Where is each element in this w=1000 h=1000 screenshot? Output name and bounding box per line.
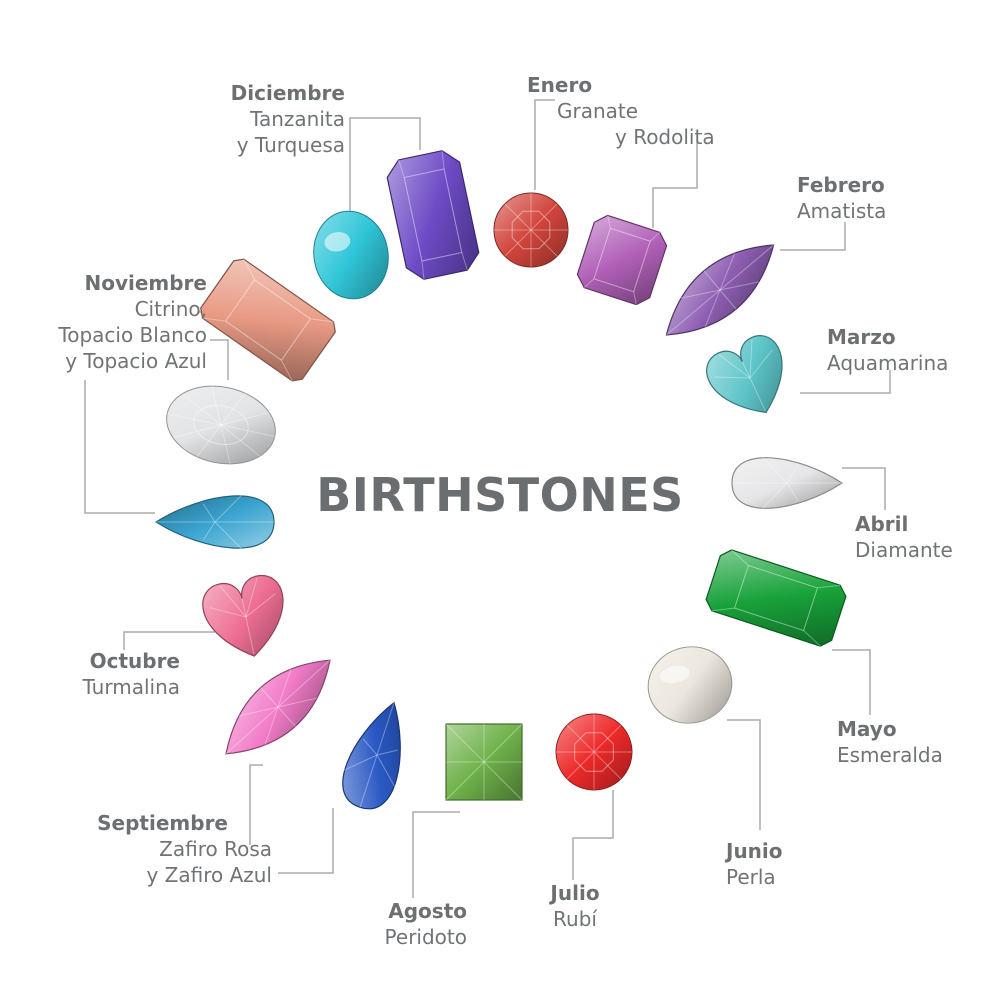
stone-name: y Turquesa	[236, 133, 345, 157]
gem-diamante	[731, 453, 844, 513]
gem-granate	[493, 192, 569, 268]
stone-name: Rubí	[553, 907, 597, 931]
stone-name: y Rodolita	[615, 125, 715, 149]
leader-line	[780, 222, 846, 251]
stone-name: Perla	[726, 865, 776, 889]
stone-name: Citrino,	[134, 297, 207, 321]
stone-name: Peridoto	[384, 925, 467, 949]
stone-name: y Topacio Azul	[65, 349, 207, 373]
label-marzo: Marzo Aquamarina	[827, 324, 997, 376]
leader-line	[84, 380, 155, 514]
gem-topacio-blanco	[166, 385, 276, 465]
label-agosto: Agosto Peridoto	[330, 898, 467, 950]
month-name: Mayo	[837, 717, 897, 741]
leader-line	[652, 140, 698, 228]
gem-zafiro-rosa	[225, 659, 331, 755]
month-name: Diciembre	[230, 81, 345, 105]
leader-line	[800, 370, 891, 394]
leader-line	[278, 808, 334, 874]
diagram-title: BIRTHSTONES	[316, 468, 684, 522]
label-noviembre: Noviembre Citrino, Topacio Blanco y Topa…	[2, 270, 207, 374]
label-octubre: Octubre Turmalina	[20, 648, 180, 700]
stone-name: Amatista	[797, 199, 887, 223]
stone-name: Diamante	[855, 538, 953, 562]
gem-esmeralda	[705, 549, 847, 647]
leader-line	[210, 339, 229, 380]
month-name: Agosto	[388, 899, 467, 923]
label-diciembre: Diciembre Tanzanita y Turquesa	[150, 80, 345, 158]
gem-citrino	[200, 258, 336, 382]
leader-line	[572, 790, 614, 880]
month-name: Septiembre	[97, 811, 228, 835]
leader-line	[412, 811, 460, 898]
label-febrero: Febrero Amatista	[797, 172, 987, 224]
leader-line	[249, 764, 263, 845]
stone-name: Topacio Blanco	[58, 323, 207, 347]
leader-line	[349, 117, 421, 215]
month-name: Noviembre	[84, 271, 207, 295]
month-name: Enero	[527, 73, 593, 97]
month-name: Febrero	[797, 173, 885, 197]
label-abril: Abril Diamante	[855, 511, 995, 563]
stone-name: Esmeralda	[837, 743, 943, 767]
month-name: Junio	[726, 839, 783, 863]
gem-zafiro-azul	[340, 701, 401, 810]
leader-line	[123, 631, 215, 650]
month-name: Julio	[550, 881, 600, 905]
leader-line	[842, 467, 886, 510]
stone-name: Turmalina	[82, 675, 180, 699]
gem-rubi	[555, 713, 633, 791]
gem-topacio-azul	[154, 491, 275, 553]
gem-perla	[647, 646, 733, 724]
gem-tanzanita	[386, 150, 480, 280]
stone-name: Zafiro Rosa	[159, 837, 272, 861]
gem-peridoto	[445, 723, 523, 801]
label-enero: Enero Granate y Rodolita	[527, 72, 757, 150]
label-mayo: Mayo Esmeralda	[837, 716, 997, 768]
month-name: Abril	[855, 512, 909, 536]
stone-name: y Zafiro Azul	[146, 863, 272, 887]
leader-line	[727, 719, 761, 830]
label-junio: Junio Perla	[726, 838, 866, 890]
gem-aquamarina	[706, 335, 783, 414]
stone-name: Tanzanita	[250, 107, 345, 131]
gem-amatista	[665, 244, 775, 336]
stone-name: Granate	[557, 99, 639, 123]
label-septiembre: Septiembre Zafiro Rosa y Zafiro Azul	[40, 810, 272, 888]
leader-line	[534, 99, 555, 190]
month-name: Marzo	[827, 325, 896, 349]
leader-line	[832, 649, 871, 715]
gem-rodolita	[576, 214, 668, 306]
label-julio: Julio Rubí	[520, 880, 630, 932]
gem-turmalina	[202, 574, 284, 657]
month-name: Octubre	[89, 649, 180, 673]
gem-turquesa	[313, 210, 389, 300]
stone-name: Aquamarina	[827, 351, 949, 375]
